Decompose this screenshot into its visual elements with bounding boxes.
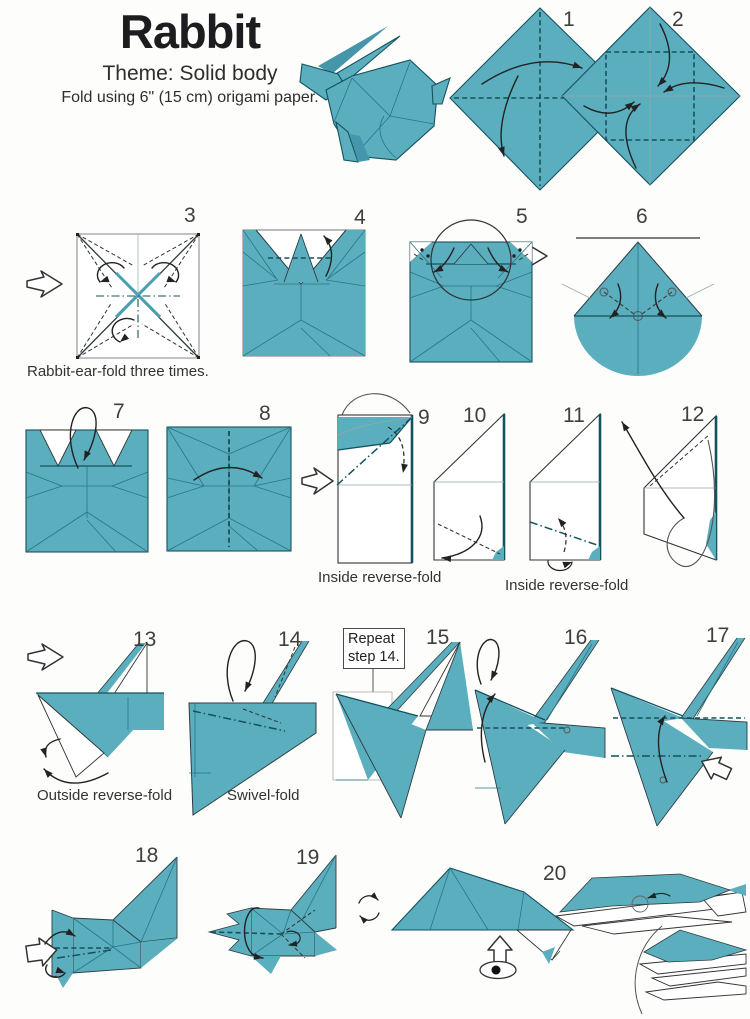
- caption-rabbit-ear-fold: Rabbit-ear-fold three times.: [27, 363, 209, 380]
- step-number-8: 8: [259, 402, 271, 425]
- step-20-diagram: [390, 867, 575, 980]
- caption-outside-reverse: Outside reverse-fold: [37, 787, 173, 804]
- step-number-6: 6: [636, 205, 648, 228]
- push-arrow-icon: [25, 937, 58, 967]
- fold-arrow-icon: [481, 61, 583, 157]
- push-arrow-icon: [701, 756, 733, 781]
- caption-inside-reverse-1: Inside reverse-fold: [318, 569, 442, 586]
- step-number-5: 5: [516, 205, 528, 228]
- fold-arrow-icon: [647, 892, 671, 899]
- step-number-12: 12: [681, 403, 705, 426]
- next-step-arrow-icon: [26, 270, 63, 298]
- fold-arrow-icon: [547, 517, 573, 572]
- next-step-arrow-icon: [301, 467, 334, 495]
- next-step-arrow-icon: [27, 643, 64, 671]
- step-number-2: 2: [672, 8, 684, 31]
- step-number-15: 15: [426, 626, 450, 649]
- paper-size-note: Fold using 6" (15 cm) origami paper.: [61, 89, 319, 106]
- finished-rabbit-illustration: [299, 26, 451, 163]
- step-17-diagram: [610, 637, 748, 827]
- step-13-diagram: [35, 641, 164, 784]
- step-number-10: 10: [463, 404, 487, 427]
- step-10-diagram: [433, 412, 506, 563]
- fold-arrow-icon: [433, 247, 509, 273]
- fold-arrow-icon: [193, 466, 263, 481]
- turn-over-arrow-icon: [243, 907, 301, 960]
- step-4-diagram: [242, 229, 366, 357]
- step-3-diagram: [76, 233, 200, 359]
- step-6-diagram: [561, 237, 715, 376]
- step-number-14: 14: [278, 628, 302, 651]
- theme-subtitle: Theme: Solid body: [102, 62, 278, 85]
- step-5-diagram: [409, 219, 533, 363]
- step-18-diagram: [25, 856, 178, 988]
- page-title: Rabbit: [119, 5, 261, 58]
- step-1-diagram: [449, 7, 633, 191]
- fold-arrow-icon: [609, 283, 667, 319]
- step-number-16: 16: [564, 626, 588, 649]
- step-2-diagram: [561, 6, 741, 186]
- turn-over-arrow-icon: [69, 407, 97, 469]
- fold-arrow-icon: [657, 715, 668, 783]
- step-number-13: 13: [133, 628, 157, 651]
- magnifier-circle: [430, 219, 512, 301]
- step-8-diagram: [166, 426, 292, 552]
- fold-arrow-icon: [583, 23, 725, 169]
- fold-arrow-icon: [40, 738, 109, 784]
- step-14-diagram: [188, 640, 317, 816]
- turn-over-icon: [356, 895, 386, 929]
- step-15-diagram: [332, 641, 473, 819]
- step-number-17: 17: [706, 624, 730, 647]
- step-number-11: 11: [563, 404, 585, 427]
- rotate-icon: [358, 892, 380, 924]
- fold-arrow-icon: [441, 515, 483, 563]
- fold-arrow-icon: [323, 235, 333, 277]
- step-number-19: 19: [296, 846, 320, 869]
- step-number-9: 9: [418, 406, 430, 429]
- pull-out-arrow-icon: [487, 935, 513, 965]
- step-number-1: 1: [563, 8, 575, 31]
- turn-over-arrow-icon: [226, 640, 256, 702]
- step-number-18: 18: [135, 844, 159, 867]
- caption-swivel-fold: Swivel-fold: [227, 787, 300, 804]
- fold-arrow-icon: [387, 426, 408, 473]
- fold-arrow-icon: [44, 928, 76, 978]
- fold-arrow-icon: [476, 638, 500, 763]
- caption-inside-reverse-2: Inside reverse-fold: [505, 577, 629, 594]
- repeat-note-box: Repeat step 14.: [343, 628, 405, 670]
- step-11-diagram: [529, 412, 602, 572]
- step-7-diagram: [25, 407, 149, 553]
- fold-arrow-icon: [621, 421, 716, 567]
- rabbit-ear-fold-arrow-icon: [96, 262, 180, 343]
- step-number-7: 7: [113, 400, 125, 423]
- step-20-open-view: [554, 873, 747, 935]
- step-number-4: 4: [354, 206, 366, 229]
- step-9-diagram: [336, 393, 414, 564]
- step-number-3: 3: [184, 204, 196, 227]
- step-16-diagram: [474, 638, 606, 825]
- view-from-symbol-icon: [479, 960, 517, 980]
- step-12-diagram: [621, 414, 718, 567]
- step-number-20: 20: [543, 862, 567, 885]
- step-20-detail-inset: [634, 925, 748, 1015]
- step-19-diagram: [207, 854, 337, 974]
